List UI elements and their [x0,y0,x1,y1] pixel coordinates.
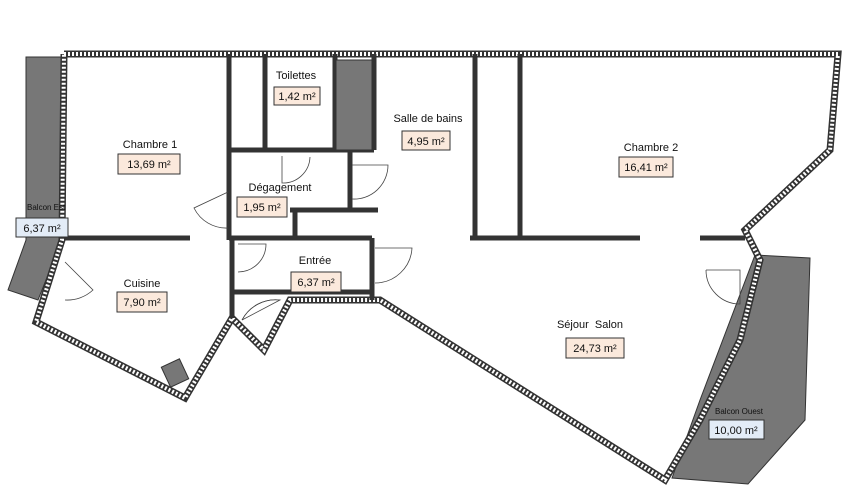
area-box-entree [290,271,342,293]
area-box-cuisine [116,291,168,313]
room-name-entree: Entrée [299,255,331,267]
balcony-west-shape [671,254,811,485]
room-name-chambre2: Chambre 2 [624,142,678,154]
area-box-degagement [236,196,288,218]
interior-walls [64,54,745,318]
room-name-cuisine: Cuisine [124,278,161,290]
area-box-sejour [565,337,625,359]
room-name-sejour: Séjour Salon [557,319,623,331]
outer-wall-hatch [33,52,841,483]
room-area-sejour: 24,73 m² [573,343,617,355]
room-area-degagement: 1,95 m² [243,202,281,214]
room-area-toilettes: 1,42 m² [278,91,316,103]
room-name-toilettes: Toilettes [276,70,317,82]
door-swings [64,156,741,321]
room-area-chambre1: 13,69 m² [127,159,171,171]
balcony-name-est: Balcon Est [27,203,66,212]
balcony-name-ouest: Balcon Ouest [715,407,764,416]
room-area-chambre2: 16,41 m² [624,162,668,174]
room-name-degagement: Dégagement [249,182,312,194]
room-area-entree: 6,37 m² [297,277,335,289]
kitchen-duct [160,358,190,388]
room-name-chambre1: Chambre 1 [123,139,177,151]
balcony-area-ouest: 10,00 m² [714,425,758,437]
area-box-balcon-est [15,217,69,238]
area-box-chambre2 [618,156,674,178]
room-name-sdb: Salle de bains [393,113,463,125]
room-area-sdb: 4,95 m² [407,136,445,148]
area-box-sdb [401,130,451,151]
area-box-balcon-ouest [708,419,765,440]
room-area-cuisine: 7,90 m² [123,297,161,309]
area-box-chambre1 [117,153,181,175]
toilettes-duct [335,59,373,151]
area-box-toilettes [273,86,321,106]
balcony-area-est: 6,37 m² [23,223,61,235]
